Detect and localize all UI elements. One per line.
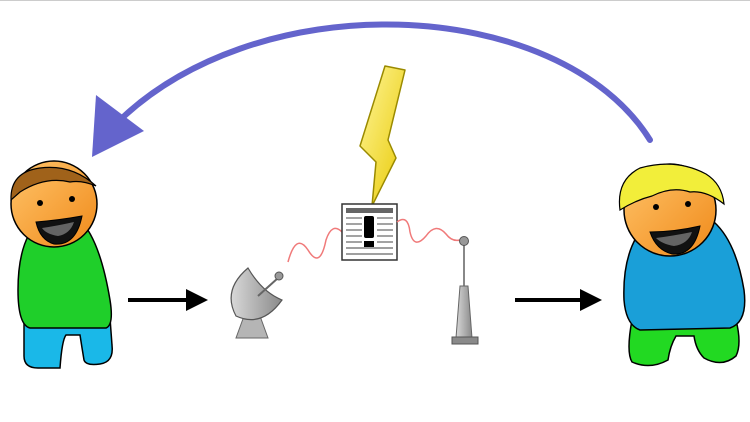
arrow-antenna-to-receiver [515,289,602,311]
receiver-person-icon [618,163,746,367]
lightning-bolt-icon [359,65,406,207]
signal-wave-right [396,218,461,243]
top-border-line [0,0,750,1]
warning-document-icon [341,203,398,261]
sender-person-icon [10,160,113,369]
signal-wave-left [287,227,343,263]
feedback-arc-arrow [92,21,653,157]
satellite-dish-icon [230,267,284,339]
antenna-icon [451,236,479,345]
arrow-sender-to-dish [128,289,208,311]
